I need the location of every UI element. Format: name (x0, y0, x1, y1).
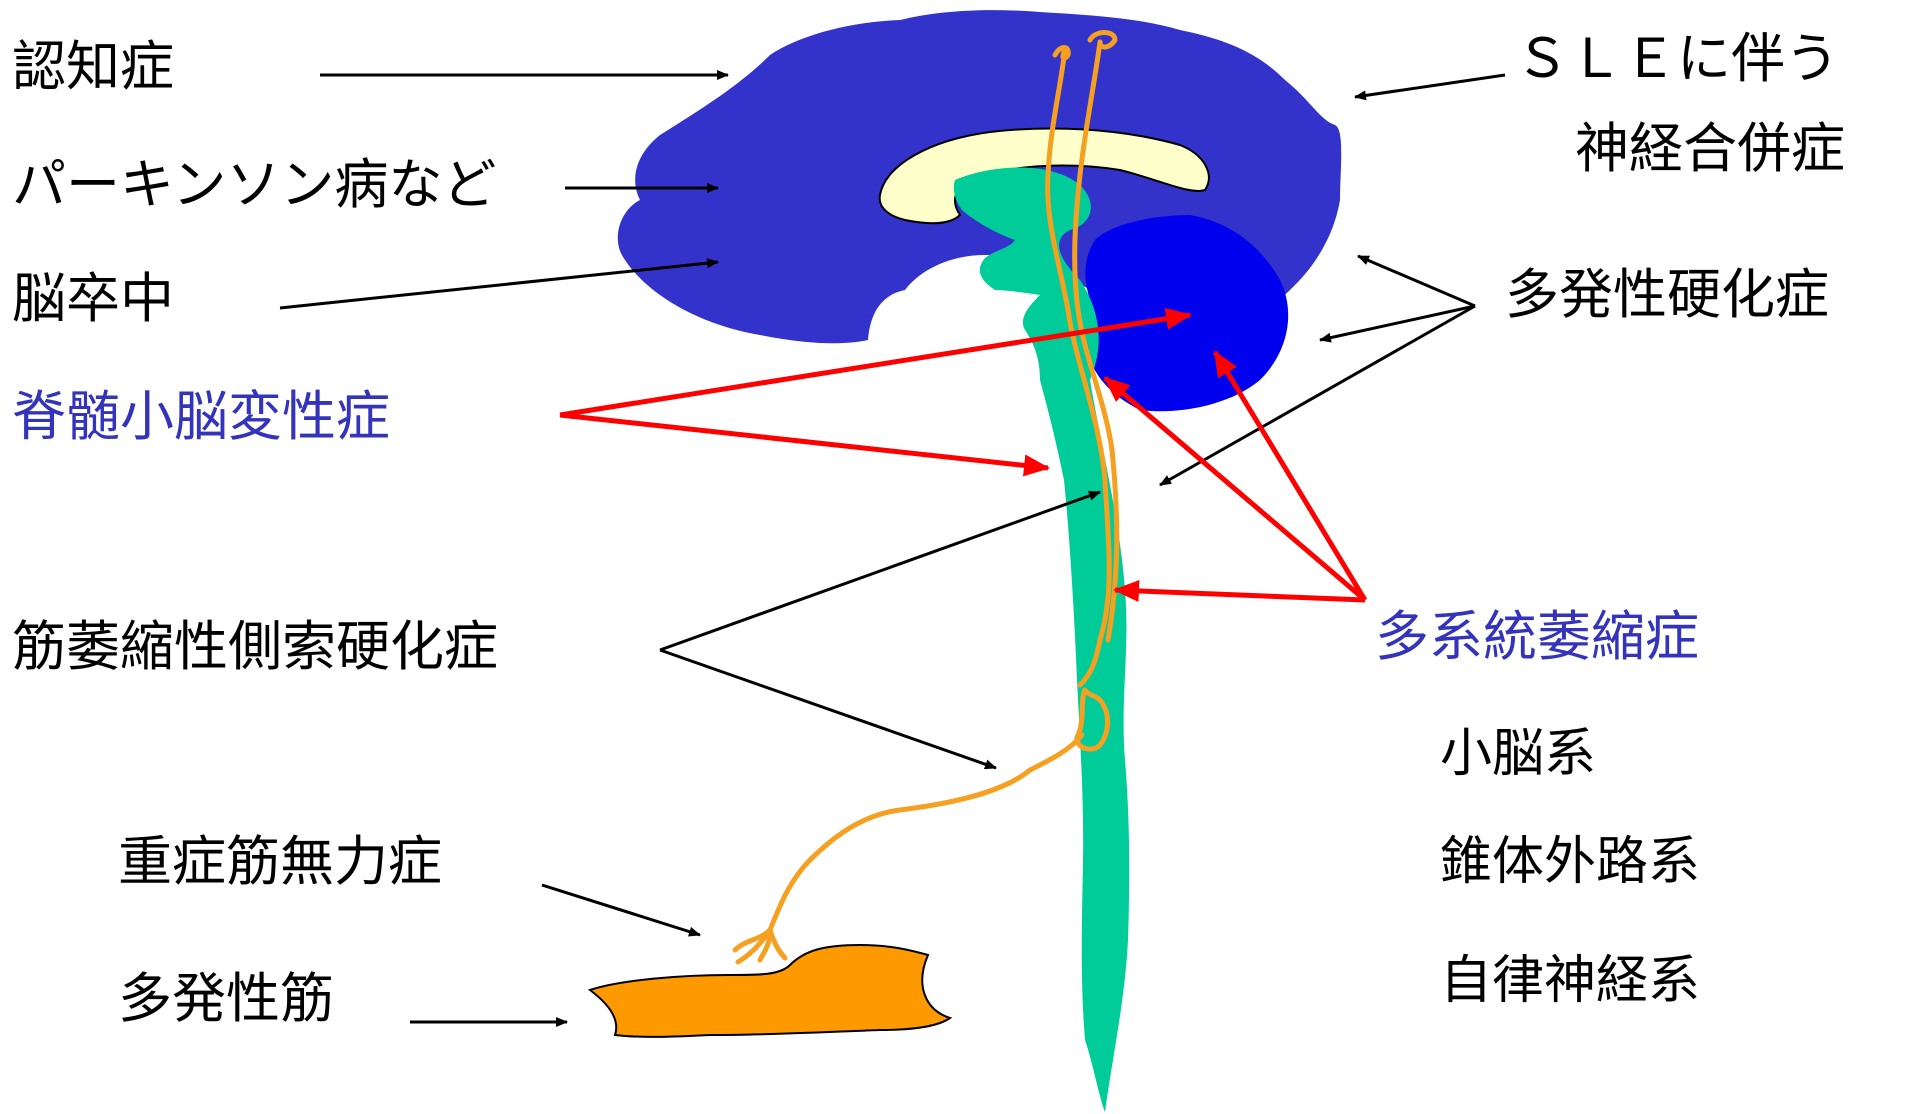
arrow-ms-1 (1358, 256, 1475, 306)
label-scd: 脊髄小脳変性症 (12, 390, 390, 444)
label-sle-line2: 神経合併症 (1575, 122, 1845, 176)
label-stroke: 脳卒中 (12, 272, 174, 326)
arrow-msa-brainstem (1105, 378, 1365, 600)
label-dementia: 認知症 (12, 40, 174, 94)
arrow-als-1 (660, 492, 1100, 650)
label-msa-autonomic: 自律神経系 (1440, 955, 1700, 1007)
arrow-sle (1355, 75, 1505, 97)
label-als: 筋萎縮性側索硬化症 (12, 620, 498, 674)
label-mg: 重症筋無力症 (118, 835, 442, 889)
label-msa-cerebellar: 小脳系 (1440, 728, 1596, 780)
arrow-als-2 (660, 650, 996, 768)
muscle (590, 945, 950, 1037)
arrow-scd-brainstem (560, 415, 1048, 468)
label-msa: 多系統萎縮症 (1375, 610, 1699, 664)
arrow-msa-spinal (1115, 590, 1365, 600)
label-polymyositis: 多発性筋 (118, 972, 334, 1026)
arrow-ms-2 (1320, 306, 1475, 340)
label-msa-extrapyramidal: 錐体外路系 (1440, 836, 1700, 888)
label-ms: 多発性硬化症 (1505, 268, 1829, 322)
arrow-msa-cerebellum (1215, 352, 1365, 600)
label-sle-line1: ＳＬＥに伴う (1515, 32, 1839, 86)
label-parkinson: パーキンソン病など (12, 158, 496, 212)
arrow-mg (542, 885, 700, 935)
